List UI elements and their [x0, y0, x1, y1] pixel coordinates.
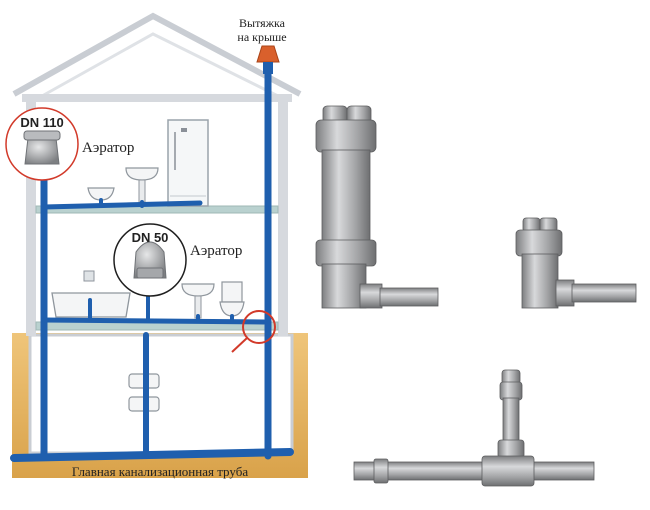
drain-pipes [10, 70, 294, 462]
pvc-pipe-icon [353, 369, 595, 487]
aerator-dn50-icon [136, 267, 164, 279]
aerator-dn110-label: DN 110 [20, 115, 63, 130]
roof-vent-cap-icon [256, 45, 280, 74]
aerator-dn110-caption: Аэратор [82, 140, 134, 156]
sink-icon [125, 167, 159, 203]
toilet-icon [219, 281, 245, 317]
aerator-dn110-callout: DN 110 [5, 107, 79, 181]
aerator-dn50-caption: Аэратор [190, 243, 242, 259]
main-collector-pipe [10, 448, 294, 462]
left-wall [26, 100, 36, 336]
aerator-dn50-label: DN 50 [132, 230, 169, 245]
roof [12, 12, 302, 97]
junction-highlight [231, 310, 276, 353]
sink-icon [181, 283, 215, 319]
roof-vent-label-line1: Вытяжка [239, 16, 286, 30]
aerator-dn110-icon [23, 130, 61, 141]
aerator-dn50-callout: DN 50 [113, 223, 187, 297]
attic-beam [22, 94, 292, 102]
pvc-pipe-icon [515, 217, 637, 309]
right-wall [278, 100, 288, 336]
pvc-pipe-icon [315, 105, 439, 309]
house [12, 12, 308, 478]
roof-vent-label-line2: на крыше [237, 30, 286, 44]
shower-cabin-icon [167, 119, 209, 207]
basement-room [28, 333, 294, 455]
main-pipe-label: Главная канализационная труба [72, 464, 248, 479]
attic-gable [41, 32, 279, 98]
